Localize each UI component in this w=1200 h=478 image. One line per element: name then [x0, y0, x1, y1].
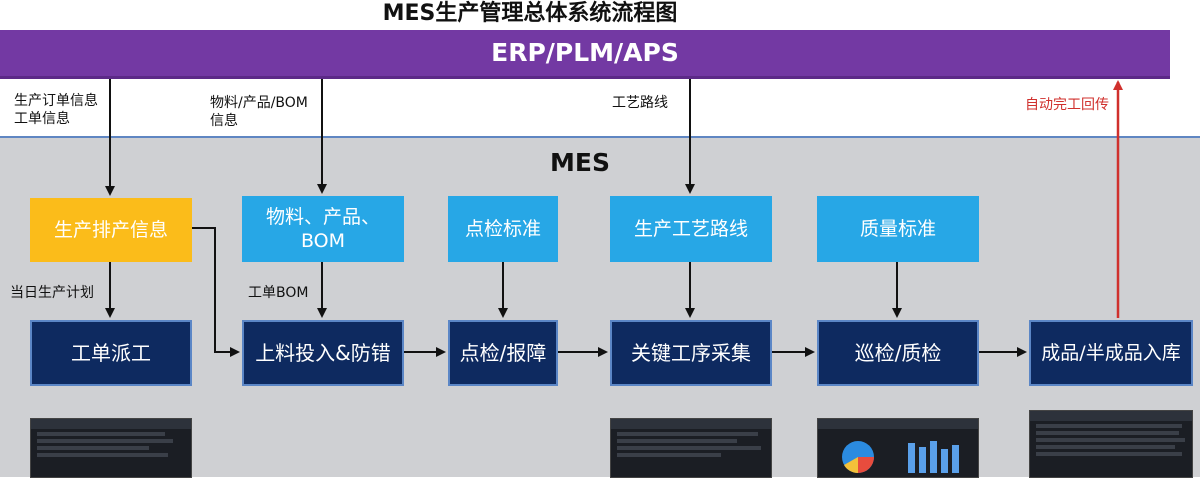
dashboard-thumbnail-quality: [817, 418, 979, 478]
patrol-qc-box: 巡检/质检: [817, 320, 979, 386]
material-bom-box: 物料、产品、 BOM: [242, 196, 404, 262]
quality-standard-box: 质量标准: [817, 196, 979, 262]
inspection-box: 点检/报障: [448, 320, 558, 386]
material-info-line-2: 信息: [210, 113, 238, 129]
material-info-line-1: 物料/产品/BOM: [210, 95, 308, 111]
daily-plan-label: 当日生产计划: [10, 285, 94, 301]
arrow-schedule-to-feeding: [192, 227, 240, 357]
material-info-label: 物料/产品/BOM 信息: [210, 94, 308, 130]
order-info-label: 生产订单信息 工单信息: [14, 92, 98, 128]
inspection-standard-box: 点检标准: [448, 196, 558, 262]
dashboard-thumbnail-warehouse: [1029, 410, 1193, 478]
mes-area: [0, 136, 1200, 477]
work-bom-label: 工单BOM: [248, 285, 309, 301]
feeding-box: 上料投入&防错: [242, 320, 404, 386]
diagram-title: MES生产管理总体系统流程图: [382, 1, 678, 26]
key-process-box: 关键工序采集: [610, 320, 772, 386]
erp-plm-aps-bar: ERP/PLM/APS: [0, 30, 1170, 79]
material-bom-line-2: BOM: [300, 230, 346, 252]
dispatch-box: 工单派工: [30, 320, 192, 386]
process-route-box: 生产工艺路线: [610, 196, 772, 262]
material-bom-line-1: 物料、产品、: [265, 206, 380, 228]
quality-chart-thumbnail: [842, 441, 959, 474]
order-info-line-2: 工单信息: [14, 111, 70, 127]
auto-report-label: 自动完工回传: [1025, 97, 1109, 113]
schedule-info-box: 生产排产信息: [30, 198, 192, 262]
dashboard-thumbnail-dispatch: [30, 418, 192, 478]
order-info-line-1: 生产订单信息: [14, 93, 98, 109]
process-route-label: 工艺路线: [612, 95, 668, 111]
mes-label: MES: [550, 148, 610, 177]
warehouse-box: 成品/半成品入库: [1029, 320, 1193, 386]
dashboard-thumbnail-key-process: [610, 418, 772, 478]
